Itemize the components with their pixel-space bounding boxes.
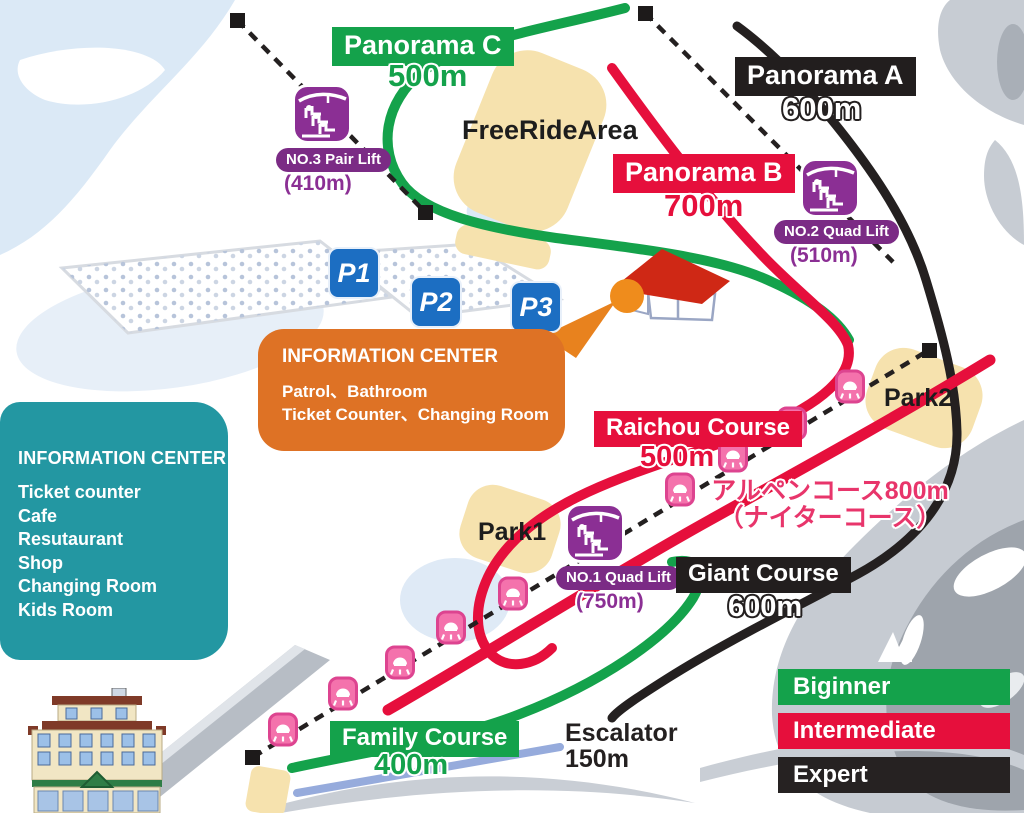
lift-terminal-markers: [230, 6, 937, 765]
lift-distance-no1: (750m): [576, 590, 644, 613]
chairlift-icon-no1: [565, 503, 625, 563]
legend-expert: Expert: [778, 757, 1010, 793]
parking-badge-p1: P1: [328, 247, 380, 299]
information-center-callout: INFORMATION CENTER Patrol、Bathroom Ticke…: [258, 329, 565, 451]
callout-line: Ticket Counter、Changing Room: [282, 405, 549, 424]
chairlift-icon-no3: [292, 84, 352, 144]
escalator-label: Escalator 150m: [565, 720, 678, 772]
panel-item: Kids Room: [18, 599, 114, 620]
course-distance-panorama-b: 700m: [664, 188, 744, 223]
callout-line: Patrol、Bathroom: [282, 382, 428, 401]
course-label-raichou: Raichou Course: [594, 411, 803, 447]
course-label-giant: Giant Course: [676, 557, 851, 593]
park1-label: Park1: [478, 518, 547, 546]
course-label-family: Family Course: [330, 721, 520, 757]
course-label-panorama-a: Panorama A: [735, 57, 916, 97]
night-lamp-icon: [385, 645, 415, 680]
park2-label: Park2: [884, 384, 953, 412]
course-distance-raichou: 500m: [640, 441, 715, 473]
panel-item: Ticket counter: [18, 482, 141, 502]
course-line-alpen-night: [382, 354, 996, 716]
course-line-giant: [607, 21, 962, 723]
lift-distance-no2: (510m): [790, 244, 858, 267]
chairlift-icon-no2: [800, 158, 860, 218]
panel-title: INFORMATION CENTER: [18, 448, 227, 468]
lift-label-no1: NO.1 Quad Lift: [556, 566, 681, 590]
information-center-panel: INFORMATION CENTER Ticket counter Cafe R…: [0, 402, 228, 660]
course-label-panorama-c: Panorama C: [332, 27, 514, 67]
night-lamp-icon: [665, 472, 695, 507]
night-course-line2: （ナイターコース）: [718, 504, 942, 532]
course-distance-panorama-c: 500m: [388, 58, 468, 93]
night-lamp-icon: [328, 676, 358, 711]
course-label-panorama-b: Panorama B: [613, 154, 795, 194]
legend-intermediate: Intermediate: [778, 713, 1010, 749]
panel-item: Cafe: [18, 505, 58, 526]
panel-item: Resutaurant: [18, 529, 124, 549]
night-lamp-icon: [498, 576, 528, 611]
hotel-illustration: [12, 688, 182, 813]
night-course-text: アルペンコース800m （ナイターコース）: [700, 478, 960, 532]
lift-line-no1: [251, 348, 931, 759]
night-lamp-icon: [436, 610, 466, 645]
legend-beginner: Biginner: [778, 669, 1010, 705]
panel-item: Changing Room: [18, 576, 157, 596]
escalator-name: Escalator: [565, 719, 678, 747]
night-course-line1: アルペンコース800m: [711, 477, 949, 505]
free-ride-area-label: FreeRideArea: [462, 115, 638, 145]
callout-title: INFORMATION CENTER: [282, 346, 499, 367]
night-lamp-icon: [835, 369, 865, 404]
escalator-distance: 150m: [565, 745, 629, 773]
lift-label-no3: NO.3 Pair Lift: [276, 148, 392, 172]
course-distance-family: 400m: [374, 749, 449, 781]
course-distance-giant: 600m: [728, 591, 803, 623]
lift-distance-no3: (410m): [284, 172, 352, 195]
parking-badge-p2: P2: [410, 276, 462, 328]
parking-badge-p3: P3: [510, 281, 562, 333]
course-distance-panorama-a: 600m: [782, 91, 862, 126]
lift-label-no2: NO.2 Quad Lift: [774, 220, 899, 244]
difficulty-legend: Biginner Intermediate Expert: [778, 669, 1010, 801]
night-lamp-icon: [268, 712, 298, 747]
panel-item: Shop: [18, 552, 63, 573]
